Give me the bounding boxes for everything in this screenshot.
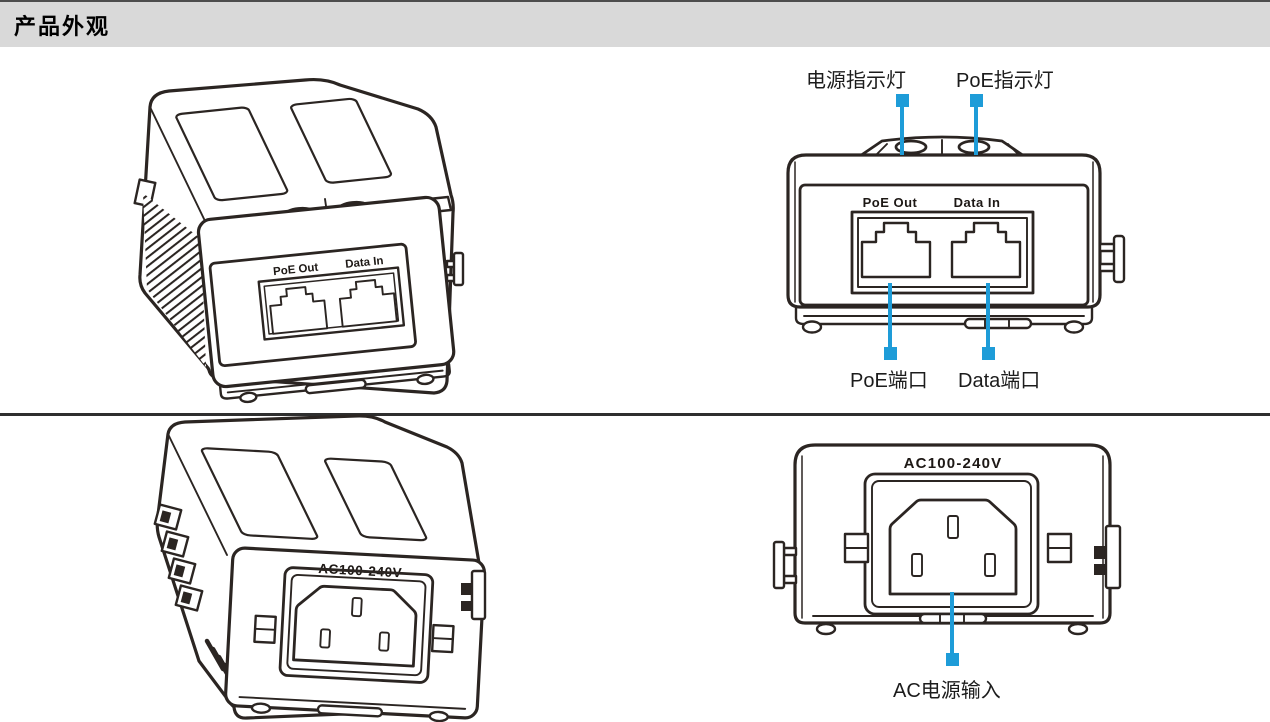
section-header: 产品外观 <box>0 0 1270 47</box>
side-knob <box>452 251 465 287</box>
poe-out-label: PoE Out <box>273 262 320 279</box>
side-latch-steps <box>153 503 204 612</box>
top-recess-left <box>200 448 318 539</box>
data-in-label: Data In <box>954 195 1001 210</box>
page-title: 产品外观 <box>14 13 111 39</box>
poe-out-label: PoE Out <box>863 195 918 210</box>
section-divider <box>0 413 1270 416</box>
figure-front-perspective: PoE Out Data In <box>95 75 490 404</box>
data-in-label: Data In <box>345 255 384 271</box>
side-knob <box>1112 234 1126 284</box>
side-latch-left <box>772 540 786 590</box>
ac-inlet-socket <box>888 498 1018 596</box>
front-face: PoE Out Data In <box>196 195 456 404</box>
side-latch-hook <box>470 569 487 621</box>
side-vent-fins <box>143 193 206 367</box>
callout-marker-poe-port <box>884 347 897 360</box>
top-recess-right <box>324 458 428 540</box>
ac-rating-label: AC100-240V <box>904 455 1003 472</box>
top-recess-right <box>290 98 393 183</box>
callout-marker-poe-led <box>970 94 983 107</box>
callout-line-poe-port <box>888 283 892 347</box>
side-latch-hook <box>1104 524 1122 590</box>
callout-line-data-port <box>986 283 990 347</box>
callout-label-poe-led: PoE指示灯 <box>956 70 1054 92</box>
callout-line-power-led <box>900 107 904 155</box>
callout-marker-power-led <box>896 94 909 107</box>
callout-label-power-led: 电源指示灯 <box>806 70 906 92</box>
rear-face: AC100-240V <box>224 546 486 722</box>
figure-rear-view: AC100-240V <box>772 443 1122 636</box>
callout-line-ac-input <box>950 592 954 654</box>
top-recess-left <box>175 107 289 201</box>
callout-marker-data-port <box>982 347 995 360</box>
figure-front-view: PoE Out Data In <box>786 135 1126 334</box>
callout-label-data-port: Data端口 <box>958 370 1041 392</box>
callout-marker-ac-input <box>946 653 959 666</box>
callout-line-poe-led <box>974 107 978 155</box>
callout-label-ac-input: AC电源输入 <box>893 680 1001 702</box>
callout-label-poe-port: PoE端口 <box>850 370 928 392</box>
figure-rear-perspective: AC100-240V <box>95 415 495 722</box>
